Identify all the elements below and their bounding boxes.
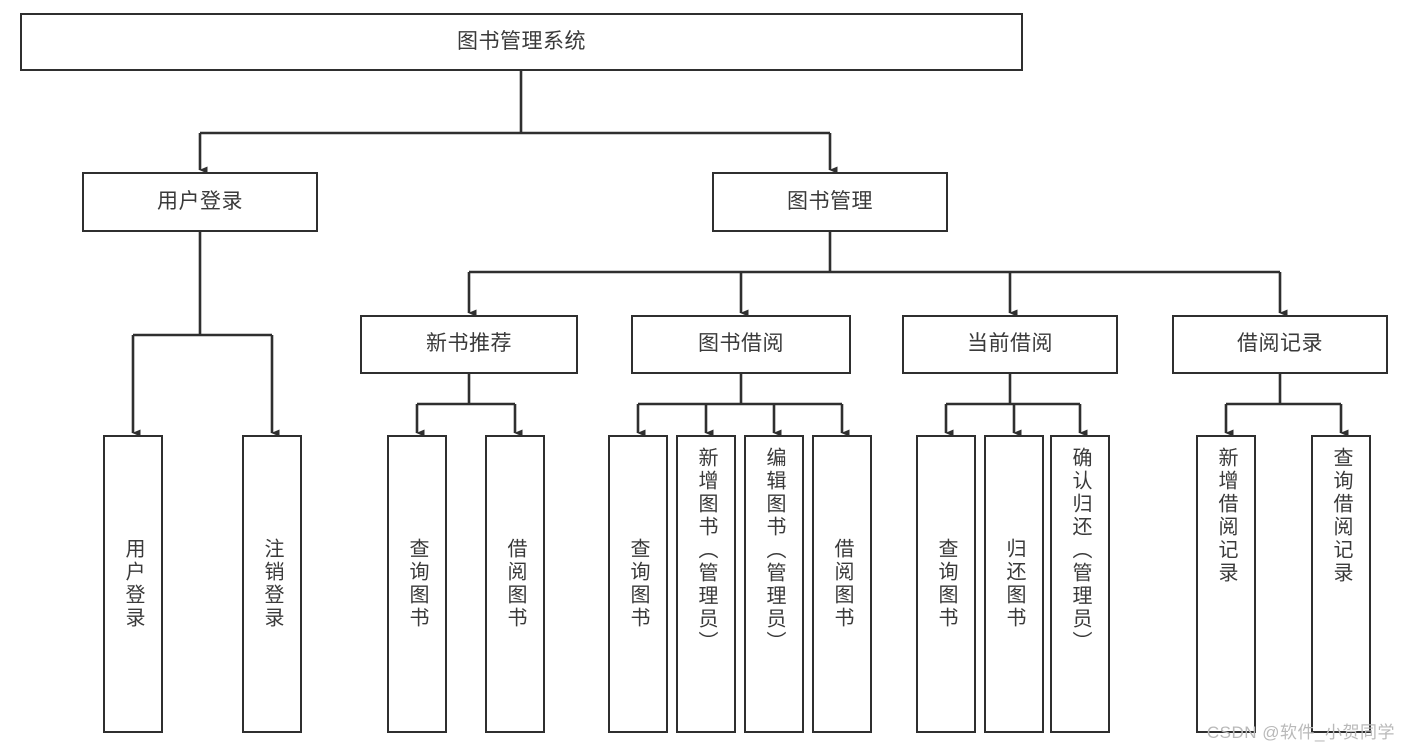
leaf-leaf-add-record[interactable]: 新增借阅记录 bbox=[1196, 435, 1256, 733]
node-user-login[interactable]: 用户登录 bbox=[82, 172, 318, 232]
node-label: 归还图书 bbox=[1003, 538, 1025, 630]
node-label: 编辑图书（管理员） bbox=[763, 447, 785, 654]
node-label: 确认归还（管理员） bbox=[1069, 447, 1091, 654]
leaf-leaf-user-logout[interactable]: 注销登录 bbox=[242, 435, 302, 733]
node-borrow-record[interactable]: 借阅记录 bbox=[1172, 315, 1388, 374]
node-label: 借阅图书 bbox=[504, 538, 526, 630]
node-label: 新增图书（管理员） bbox=[695, 447, 717, 654]
node-label: 图书管理 bbox=[787, 189, 873, 213]
node-label: 新增借阅记录 bbox=[1215, 447, 1237, 585]
node-new-book-rec[interactable]: 新书推荐 bbox=[360, 315, 578, 374]
node-label: 用户登录 bbox=[122, 538, 144, 630]
node-label: 新书推荐 bbox=[426, 332, 512, 356]
node-book-borrow[interactable]: 图书借阅 bbox=[631, 315, 851, 374]
node-label: 查询图书 bbox=[935, 538, 957, 630]
leaf-leaf-user-login[interactable]: 用户登录 bbox=[103, 435, 163, 733]
leaf-leaf-borrow-book-2[interactable]: 借阅图书 bbox=[812, 435, 872, 733]
node-label: 借阅图书 bbox=[831, 538, 853, 630]
node-book-manage[interactable]: 图书管理 bbox=[712, 172, 948, 232]
node-label: 借阅记录 bbox=[1237, 332, 1323, 356]
leaf-leaf-confirm-return[interactable]: 确认归还（管理员） bbox=[1050, 435, 1110, 733]
leaf-leaf-return-book[interactable]: 归还图书 bbox=[984, 435, 1044, 733]
node-label: 图书借阅 bbox=[698, 332, 784, 356]
leaf-leaf-edit-book[interactable]: 编辑图书（管理员） bbox=[744, 435, 804, 733]
watermark-label: CSDN @软件_小贺同学 bbox=[1206, 723, 1395, 742]
node-label: 图书管理系统 bbox=[457, 29, 586, 53]
node-root[interactable]: 图书管理系统 bbox=[20, 13, 1023, 71]
leaf-leaf-query-book-2[interactable]: 查询图书 bbox=[608, 435, 668, 733]
leaf-leaf-query-book-1[interactable]: 查询图书 bbox=[387, 435, 447, 733]
node-label: 查询图书 bbox=[406, 538, 428, 630]
leaf-leaf-query-record[interactable]: 查询借阅记录 bbox=[1311, 435, 1371, 733]
node-label: 用户登录 bbox=[157, 189, 243, 213]
node-label: 注销登录 bbox=[261, 538, 283, 630]
node-label: 查询图书 bbox=[627, 538, 649, 630]
node-current-borrow[interactable]: 当前借阅 bbox=[902, 315, 1118, 374]
leaf-leaf-query-book-3[interactable]: 查询图书 bbox=[916, 435, 976, 733]
leaf-leaf-borrow-book-1[interactable]: 借阅图书 bbox=[485, 435, 545, 733]
leaf-leaf-add-book[interactable]: 新增图书（管理员） bbox=[676, 435, 736, 733]
node-label: 当前借阅 bbox=[967, 332, 1053, 356]
node-label: 查询借阅记录 bbox=[1330, 447, 1352, 585]
